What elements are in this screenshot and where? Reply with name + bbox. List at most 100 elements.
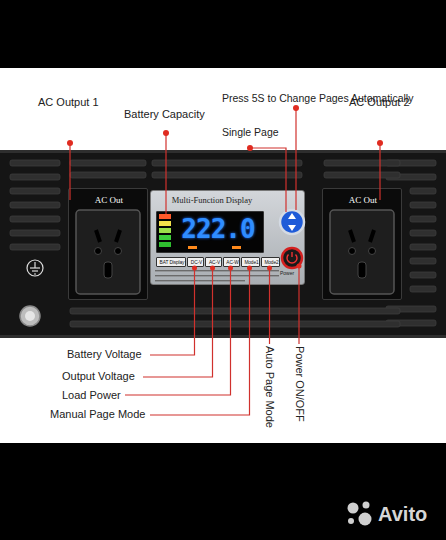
indicator-box: Mode2: [261, 257, 280, 267]
inverter-body: [0, 150, 446, 338]
leader-line: [250, 148, 286, 212]
battery-bars: [159, 214, 171, 247]
socket-hole: [95, 248, 102, 255]
option-button: [280, 210, 304, 234]
vent-slot: [70, 172, 146, 178]
button-arrow: [288, 225, 296, 231]
vent-slot: [10, 174, 60, 180]
vent-slot: [410, 286, 436, 292]
vent-slot: [410, 202, 436, 208]
vent-slot: [410, 244, 436, 250]
socket-slot: [370, 230, 374, 242]
socket-slot: [96, 230, 100, 242]
fine-print: [155, 270, 279, 281]
power-icon: [287, 255, 297, 264]
node-text: AC-V: [206, 260, 223, 266]
node-text: AC-W: [224, 260, 241, 266]
battery-bar: [159, 242, 171, 247]
vent-slot: [410, 216, 436, 222]
indicator-box: DC-V: [187, 257, 204, 267]
socket-hole: [115, 248, 122, 255]
node-text: Mode2: [262, 260, 281, 266]
socket-earth: [358, 262, 366, 278]
fine-print-line: [155, 275, 279, 276]
battery-bar: [159, 235, 171, 240]
vent-slot: [10, 160, 60, 166]
socket-left: [76, 210, 140, 294]
outlet-panel: AC Out: [322, 188, 402, 300]
leader-dot: [228, 266, 233, 271]
leader-line: [150, 268, 195, 355]
body-edge: [0, 335, 446, 338]
leader-dot: [67, 140, 73, 146]
socket-face: [330, 210, 394, 294]
power-icon: [291, 252, 292, 257]
display-panel: Multi-Function Display222.0BAT DisplayDC…: [150, 190, 305, 285]
power-button: [282, 248, 302, 268]
leader-line: [379, 143, 380, 200]
vent-slot: [10, 216, 60, 222]
battery-bar: [159, 214, 171, 219]
socket-hole: [349, 248, 356, 255]
socket-hole: [369, 248, 376, 255]
callout-label: AC Output 1: [38, 96, 99, 109]
ground-bar: [30, 267, 40, 268]
leader-dot: [247, 266, 252, 271]
leader-dot: [247, 145, 253, 151]
status-led: [188, 246, 197, 249]
indicator-box: Mode1: [241, 257, 260, 267]
callout-label: AC Output 2: [349, 96, 410, 109]
button-arrow: [288, 213, 296, 219]
callout-label: Load Power: [62, 389, 121, 402]
battery-bar: [159, 221, 171, 226]
callout-label: Press 5S to Change Pages Automatically: [222, 92, 413, 105]
watermark-logo: [348, 502, 372, 526]
vent-slot: [410, 188, 436, 194]
vent-slots: [10, 160, 436, 327]
leader-line: [298, 266, 299, 344]
ground-bar: [32, 270, 38, 271]
leader-dot: [192, 266, 197, 271]
ground-stem: [34, 262, 35, 268]
leader-dot: [163, 130, 169, 136]
callout-label: Battery Capacity: [124, 108, 205, 121]
leader-dots: [67, 105, 383, 271]
callout-label: Auto Page Mode: [263, 346, 276, 428]
leader-dot: [297, 264, 302, 269]
socket-slot: [350, 230, 354, 242]
viewer-band: [0, 0, 446, 68]
vent-slot: [10, 202, 60, 208]
vent-slot: [152, 172, 302, 178]
leader-line: [269, 268, 270, 344]
node-text: AC Out: [323, 195, 403, 205]
status-led: [232, 246, 241, 249]
node-text: Multi-Function Display: [153, 196, 271, 206]
logo-dot: [363, 502, 370, 509]
vent-slot: [70, 321, 400, 327]
leader-line: [295, 108, 296, 210]
fine-print-line: [155, 280, 245, 281]
leader-line: [150, 268, 250, 415]
node-text: Mode1: [242, 260, 261, 266]
led-screen: 222.0: [156, 211, 264, 253]
vent-slot: [324, 160, 400, 166]
socket-earth: [104, 262, 112, 278]
logo-dot: [348, 518, 354, 524]
indicator-box: AC-V: [205, 257, 222, 267]
vent-slot: [410, 230, 436, 236]
fine-print-line: [155, 270, 279, 271]
callout-label: Manual Page Mode: [50, 408, 145, 421]
ground-bar: [34, 273, 36, 274]
callout-label: Power ON/OFF: [292, 346, 305, 422]
callout-label: Battery Voltage: [67, 348, 142, 361]
vent-slot: [70, 308, 400, 314]
node-text: DC-V: [188, 260, 205, 266]
socket-face: [76, 210, 140, 294]
logo-dot: [359, 513, 372, 526]
callout-label: Single Page: [222, 126, 279, 139]
vent-slot: [10, 188, 60, 194]
leader-line: [69, 143, 70, 200]
vent-slot: [70, 160, 146, 166]
body-edge: [0, 150, 446, 153]
